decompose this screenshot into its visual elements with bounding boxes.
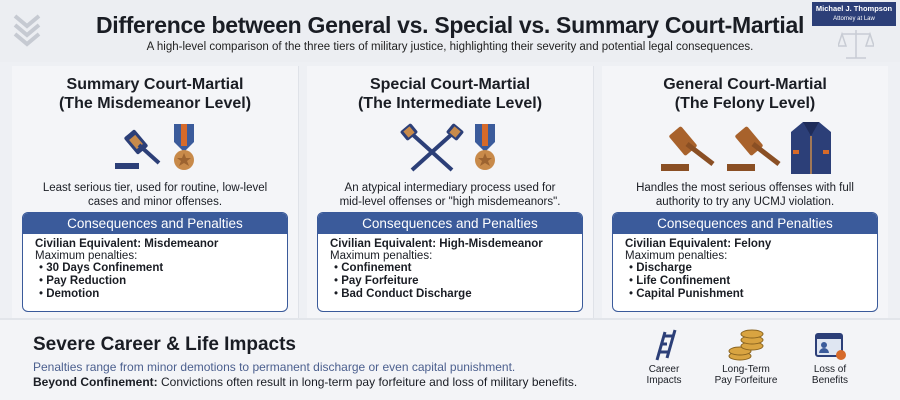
card-summary: Summary Court-Martial(The Misdemeanor Le… xyxy=(12,66,299,318)
max-penalties-label: Maximum penalties: xyxy=(35,250,138,262)
medal-icon xyxy=(174,124,194,170)
consequences-title: Consequences and Penalties xyxy=(613,213,877,234)
card-description: Least serious tier, used for routine, lo… xyxy=(42,182,268,208)
card-title: Special Court-Martial(The Intermediate L… xyxy=(357,76,543,112)
medal-icon xyxy=(475,124,495,170)
civilian-equivalent: Civilian Equivalent: Misdemeanor xyxy=(35,238,219,250)
consequences-box: Consequences and Penalties Civilian Equi… xyxy=(612,212,878,312)
consequences-box: Consequences and Penalties Civilian Equi… xyxy=(317,212,583,312)
crossed-gavels-icon xyxy=(400,123,464,172)
penalty-item: Pay Reduction xyxy=(39,275,287,288)
penalty-item: 30 Days Confinement xyxy=(39,262,287,275)
logo-name: Michael J. Thompson xyxy=(815,4,893,13)
impacts-summary: Penalties range from minor demotions to … xyxy=(33,360,516,374)
broken-ladder-icon xyxy=(655,329,677,361)
header: Difference between General vs. Special v… xyxy=(0,0,900,62)
penalty-item: Discharge xyxy=(629,262,877,275)
civilian-equivalent: Civilian Equivalent: Felony xyxy=(625,238,772,250)
chevron-down-icon xyxy=(13,14,41,47)
scales-icon xyxy=(838,30,874,59)
uniform-icon xyxy=(791,122,831,174)
card-special: Special Court-Martial(The Intermediate L… xyxy=(307,66,594,318)
consequences-title: Consequences and Penalties xyxy=(23,213,287,234)
consequences-title: Consequences and Penalties xyxy=(318,213,582,234)
card-description: Handles the most serious offenses with f… xyxy=(636,182,854,208)
penalty-item: Confinement xyxy=(334,262,582,275)
penalty-item: Demotion xyxy=(39,288,287,301)
coins-icon xyxy=(728,329,764,361)
gavel-icon xyxy=(661,126,715,171)
page-title: Difference between General vs. Special v… xyxy=(95,12,805,38)
card-title: General Court-Martial(The Felony Level) xyxy=(663,76,827,112)
impacts-title: Severe Career & Life Impacts xyxy=(33,334,296,355)
gavel-icon xyxy=(727,126,781,171)
civilian-equivalent: Civilian Equivalent: High-Misdemeanor xyxy=(330,238,543,250)
impacts-section: Severe Career & Life Impacts Penalties r… xyxy=(0,318,900,400)
penalty-item: Capital Punishment xyxy=(629,288,877,301)
page-subtitle: A high-level comparison of the three tie… xyxy=(146,41,754,53)
impacts-detail: Beyond Confinement: Convictions often re… xyxy=(33,375,578,389)
logo-sub: Attorney at Law xyxy=(833,16,875,22)
gavel-icon xyxy=(115,129,161,169)
penalty-item: Pay Forfeiture xyxy=(334,275,582,288)
consequences-box: Consequences and Penalties Civilian Equi… xyxy=(22,212,288,312)
max-penalties-label: Maximum penalties: xyxy=(330,250,433,262)
card-title: Summary Court-Martial(The Misdemeanor Le… xyxy=(58,76,252,112)
id-badge-icon xyxy=(815,333,846,360)
penalty-item: Bad Conduct Discharge xyxy=(334,288,582,301)
penalty-item: Life Confinement xyxy=(629,275,877,288)
tier-cards: Summary Court-Martial(The Misdemeanor Le… xyxy=(12,66,888,318)
max-penalties-label: Maximum penalties: xyxy=(625,250,728,262)
card-general: General Court-Martial(The Felony Level) … xyxy=(602,66,888,318)
card-description: An atypical intermediary process used fo… xyxy=(339,182,561,208)
